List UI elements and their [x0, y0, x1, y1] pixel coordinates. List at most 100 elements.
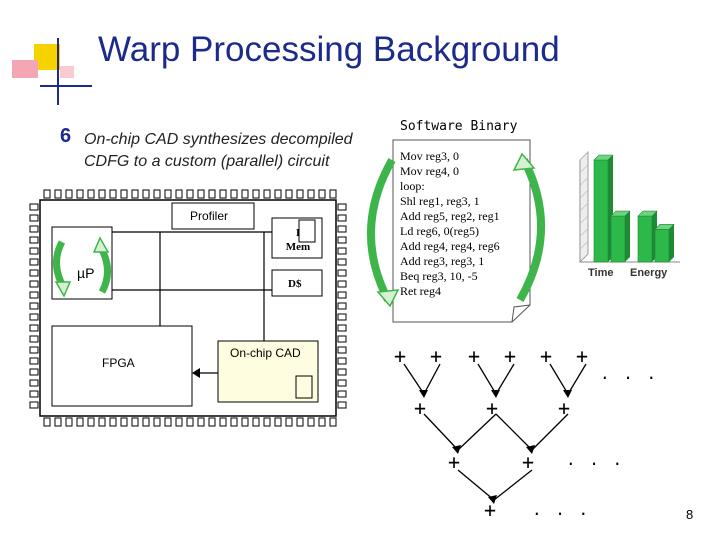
chip-pin — [337, 225, 347, 233]
time-energy-chart — [579, 151, 680, 263]
chip-pin — [87, 189, 95, 199]
chip-pin — [65, 189, 73, 199]
chip-pin — [29, 291, 39, 299]
software-binary-paper — [366, 139, 546, 323]
chip-pin — [29, 313, 39, 321]
chip-pin — [337, 291, 347, 299]
chip-pin — [29, 269, 39, 277]
chip-pin — [109, 189, 117, 199]
chip-pin — [337, 247, 347, 255]
chip-pin — [208, 189, 216, 199]
adder-node: + — [430, 344, 443, 368]
chip-pin — [230, 417, 238, 427]
chip-pin — [337, 203, 347, 211]
chip-pin — [76, 189, 84, 199]
chip-pin — [175, 417, 183, 427]
adder-ellipsis: . . . — [566, 450, 625, 469]
chip-pin — [131, 417, 139, 427]
logo-mark — [12, 38, 92, 105]
chip-pin — [29, 203, 39, 211]
chart-gridline — [579, 215, 589, 224]
imem-box — [271, 217, 323, 259]
chip-pin — [76, 417, 84, 427]
chip-pin — [109, 417, 117, 427]
profiler-box — [171, 202, 255, 230]
adder-node: + — [468, 344, 481, 368]
adder-node: + — [486, 396, 499, 420]
chip-pin — [164, 417, 172, 427]
chip-pin — [29, 324, 39, 332]
chip-pin — [241, 417, 249, 427]
adder-node: + — [558, 396, 571, 420]
page-number: 8 — [686, 507, 694, 522]
code-line: loop: — [400, 179, 425, 193]
code-line: Mov reg3, 0 — [400, 149, 459, 163]
adder-node: + — [522, 450, 535, 474]
code-line: Ret reg4 — [400, 284, 441, 298]
chip-pin — [337, 368, 347, 376]
chip-pin — [175, 189, 183, 199]
chip-pin — [337, 390, 347, 398]
chip-pin — [87, 417, 95, 427]
software-binary-title: Software Binary — [400, 119, 518, 134]
chip-pin — [337, 379, 347, 387]
chart-gridline — [579, 177, 589, 186]
chip-pin — [337, 357, 347, 365]
adder-node: + — [448, 450, 461, 474]
chip-pin — [307, 417, 315, 427]
slide-title: Warp Processing Background — [98, 30, 560, 69]
chip-pin — [29, 368, 39, 376]
chip-pin — [337, 401, 347, 409]
chart-category-energy: Energy — [630, 267, 668, 279]
chip-pin — [337, 214, 347, 222]
chip-pin — [29, 390, 39, 398]
chip-pin — [219, 189, 227, 199]
chip-pin — [337, 335, 347, 343]
code-line: Shl reg1, reg3, 1 — [400, 194, 480, 208]
adder-ellipsis: . . . — [600, 364, 659, 383]
chip-pin — [186, 417, 194, 427]
chart-bar — [593, 159, 609, 263]
code-line: Mov reg4, 0 — [400, 164, 459, 178]
chip-pin — [241, 189, 249, 199]
chip-pin — [153, 417, 161, 427]
adder-node: + — [484, 498, 497, 522]
fpga-box — [51, 325, 193, 407]
chip-pin — [43, 417, 51, 427]
chip-pin — [54, 189, 62, 199]
chip-pin — [296, 417, 304, 427]
chip-pin — [197, 189, 205, 199]
microprocessor-label: µP — [77, 265, 95, 281]
code-line: Add reg5, reg2, reg1 — [400, 209, 500, 223]
chart-bar — [637, 215, 653, 263]
chart-bar — [654, 229, 670, 263]
chart-category-time: Time — [588, 267, 614, 279]
chip-pin — [285, 417, 293, 427]
chip-pin — [252, 189, 260, 199]
software-binary-code: Mov reg3, 0 Mov reg4, 0 loop: Shl reg1, … — [400, 149, 520, 299]
chip-pin — [337, 302, 347, 310]
chart-gridline — [579, 241, 589, 250]
chip-pin — [29, 379, 39, 387]
bullet-text-part: On-chip CAD — [84, 131, 183, 148]
chip-pin — [29, 335, 39, 343]
chip-pin — [142, 417, 150, 427]
chip-pin — [318, 189, 326, 199]
chip-pin — [98, 189, 106, 199]
chart-gridline — [579, 190, 589, 199]
chart-gridline — [579, 228, 589, 237]
chart-bar-side — [669, 224, 674, 262]
imem-label-line2: Mem — [285, 241, 311, 253]
chip-pin — [285, 189, 293, 199]
code-line: Add reg4, reg4, reg6 — [400, 239, 500, 253]
chip-pin — [29, 346, 39, 354]
adder-node: + — [504, 344, 517, 368]
adder-node: + — [576, 344, 589, 368]
fpga-label: FPGA — [102, 356, 135, 370]
chip-pin — [29, 357, 39, 365]
chip-pin — [164, 189, 172, 199]
chart-bar — [610, 215, 626, 263]
adder-tree-arrowheads — [419, 390, 572, 504]
bullet-text-line2: CDFG to a custom (parallel) circuit — [84, 153, 330, 170]
